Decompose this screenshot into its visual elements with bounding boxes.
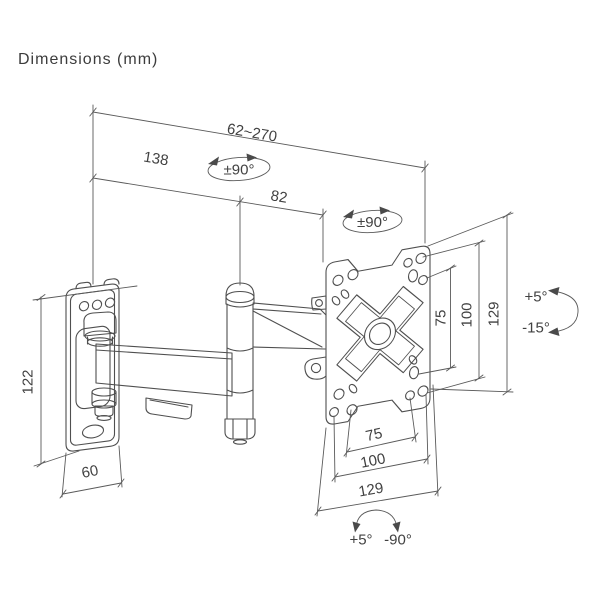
tilt-arrow-icon (548, 327, 560, 336)
second-arm (252, 295, 327, 380)
dim-arm-first: 138 (142, 149, 169, 170)
dim-vesa-v-middle: 100 (459, 302, 476, 327)
rotation-arrow-icon (246, 153, 257, 162)
first-arm (95, 343, 233, 420)
center-hole-ring (363, 317, 397, 351)
tilt-bracket-hook (304, 356, 327, 380)
wall-plate-outline (65, 283, 120, 452)
dim-wall-height: 122 (20, 369, 37, 394)
center-hole (368, 322, 392, 346)
dim-vesa-h-outer: 129 (357, 479, 385, 500)
elbow-nut (224, 418, 256, 440)
swivel-arm-symbol: ±90° (207, 153, 271, 182)
tilt-symbol: +5° -15° (522, 287, 579, 337)
dim-rotate-up: +5° (349, 532, 372, 549)
vesa-plate (325, 245, 431, 425)
rotation-arrow-icon (379, 206, 390, 215)
rotate-symbol: +5° -90° (349, 509, 412, 549)
diagram-title: Dimensions (mm) (18, 51, 158, 68)
dim-vesa-v-inner: 75 (433, 310, 450, 327)
wall-plate-cutout (75, 325, 111, 410)
rotation-arrow-icon (343, 209, 354, 219)
dim-swivel-plate: ±90° (357, 214, 388, 231)
tilt-bracket-tab (311, 295, 327, 311)
dim-vesa-v-outer: 129 (486, 301, 503, 326)
dimension-lines (32, 104, 514, 517)
dim-arm-second: 82 (269, 187, 288, 206)
rotate-arrow-icon (392, 521, 401, 533)
vesa-plate-outline (325, 245, 431, 425)
elbow-joint (224, 282, 256, 445)
dim-vesa-h-inner: 75 (364, 425, 384, 445)
vesa-cross-outer (336, 285, 424, 382)
dim-vesa-h-middle: 100 (359, 450, 387, 472)
mounting-hole (91, 299, 103, 310)
tilt-arrow-icon (548, 287, 560, 296)
mounting-hole (78, 300, 90, 312)
wall-plate-tab (75, 281, 92, 290)
rotation-arrow-icon (208, 156, 219, 166)
rotate-arrow-icon (352, 521, 361, 533)
mounting-slot (81, 424, 105, 439)
dim-tilt-up: +5° (524, 289, 547, 306)
dim-tilt-down: -15° (522, 320, 550, 337)
wall-hinge (83, 311, 117, 421)
cable-clip (145, 397, 193, 420)
dim-rotate-down: -90° (384, 532, 412, 549)
wall-plate-tab (103, 278, 120, 286)
swivel-plate-symbol: ±90° (342, 206, 403, 234)
dim-extension-range: 62~270 (226, 120, 279, 145)
dim-swivel-arm: ±90° (224, 162, 255, 179)
dim-wall-width: 60 (80, 462, 100, 482)
mounting-hole (104, 297, 116, 308)
wall-plate (65, 278, 120, 452)
